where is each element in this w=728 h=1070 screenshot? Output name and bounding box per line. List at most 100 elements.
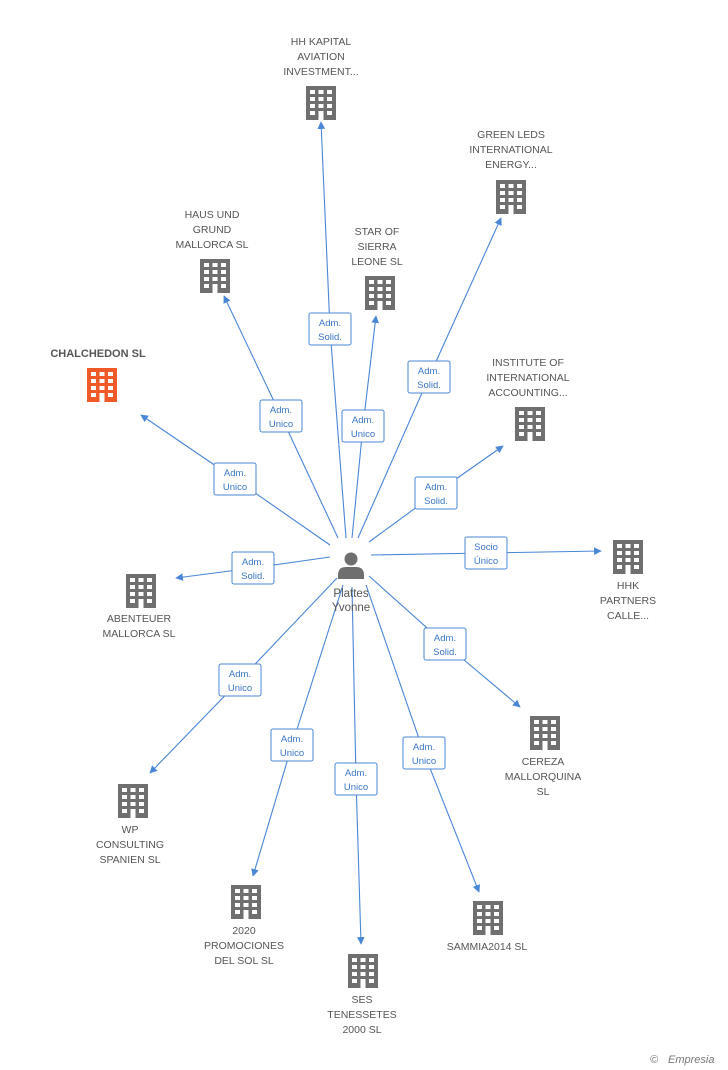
edge-label-box [334, 762, 378, 796]
company-name[interactable]: DEL SOL SL [214, 955, 273, 967]
edge-label-ses[interactable]: Adm. Unico [334, 762, 378, 796]
edge-label-text: Unico [344, 782, 368, 793]
company-name[interactable]: STAR OF [355, 226, 400, 238]
edge-label-text: Adm. [345, 768, 367, 779]
footer-brand: © Empresia [650, 1054, 714, 1066]
person-icon [338, 552, 364, 579]
building-icon [306, 86, 336, 120]
company-name[interactable]: INTERNATIONAL [486, 372, 569, 384]
edge-label-sammia[interactable]: Adm. Unico [402, 736, 446, 770]
company-name[interactable]: CHALCHEDON SL [50, 348, 146, 360]
edge-label-wp[interactable]: Adm.Unico [218, 663, 262, 697]
edge-label-text: Adm. [413, 742, 435, 753]
company-name[interactable]: SIERRA [357, 241, 396, 253]
company-name[interactable]: WP [122, 824, 139, 836]
person-name[interactable]: Plattes [333, 588, 368, 600]
company-node-inst[interactable]: INSTITUTE OF INTERNATIONAL ACCOUNTING... [486, 357, 570, 441]
edge-label-text: Solid. [424, 496, 448, 507]
company-node-star[interactable]: STAR OF SIERRA LEONE SL [351, 226, 403, 310]
company-name[interactable]: SAMMIA2014 SL [447, 941, 528, 953]
edge-label-hh[interactable]: Adm. Solid. [308, 312, 352, 346]
edge-label-text: Unico [412, 756, 436, 767]
edge-label-green[interactable]: Adm. Solid. [407, 360, 451, 394]
edge-label-box [423, 627, 467, 661]
company-name[interactable]: SPANIEN SL [99, 854, 160, 866]
edge-label-box [464, 536, 508, 570]
edge-label-text: Solid. [433, 647, 457, 658]
edge-label-chalc[interactable]: Adm.Unico [213, 462, 257, 496]
edge-label-cereza[interactable]: Adm.Solid. [423, 627, 467, 661]
edge-label-text: Unico [228, 683, 252, 694]
company-name[interactable]: PARTNERS [600, 595, 656, 607]
company-name[interactable]: SL [537, 786, 550, 798]
company-name[interactable]: 2000 SL [342, 1024, 381, 1036]
company-name[interactable]: 2020 [232, 925, 256, 937]
company-node-hh[interactable]: HH KAPITAL AVIATION INVESTMENT... [283, 36, 359, 120]
edge-label-box [259, 399, 303, 433]
company-node-wp[interactable]: WP CONSULTING SPANIEN SL [96, 784, 164, 866]
person-name[interactable]: Yvonne [332, 602, 370, 614]
company-name[interactable]: AVIATION [297, 51, 344, 63]
building-icon [473, 901, 503, 935]
building-icon [515, 407, 545, 441]
company-name[interactable]: HAUS UND [185, 209, 240, 221]
building-icon [231, 885, 261, 919]
company-name[interactable]: ACCOUNTING... [488, 387, 567, 399]
edge-label-text: Solid. [318, 332, 342, 343]
edge-label-box [341, 409, 385, 443]
edge-label-text: Adm. [270, 405, 292, 416]
building-icon [118, 784, 148, 818]
edge-label-box [407, 360, 451, 394]
company-node-ses[interactable]: SES TENESSETES 2000 SL [327, 954, 397, 1036]
company-name[interactable]: HHK [617, 580, 639, 592]
company-node-hhk[interactable]: HHK PARTNERS CALLE... [600, 540, 656, 622]
edge-label-text: Unico [223, 482, 247, 493]
company-name[interactable]: MALLORCA SL [103, 628, 176, 640]
company-node-sammia[interactable]: SAMMIA2014 SL [447, 901, 528, 953]
edge-label-text: Adm. [319, 318, 341, 329]
building-icon [365, 276, 395, 310]
edge-label-text: Solid. [417, 380, 441, 391]
company-name[interactable]: ABENTEUER [107, 613, 172, 625]
company-name[interactable]: HH KAPITAL [291, 36, 352, 48]
company-name[interactable]: MALLORQUINA [505, 771, 581, 783]
company-name[interactable]: PROMOCIONES [204, 940, 284, 952]
building-icon [496, 180, 526, 214]
company-node-chalc[interactable]: CHALCHEDON SL [50, 348, 146, 402]
company-name[interactable]: MALLORCA SL [176, 239, 249, 251]
company-name[interactable]: CALLE... [607, 610, 649, 622]
company-name[interactable]: TENESSETES [327, 1009, 396, 1021]
company-name[interactable]: CONSULTING [96, 839, 164, 851]
edge-label-star[interactable]: Adm. Unico [341, 409, 385, 443]
company-name[interactable]: LEONE SL [351, 256, 403, 268]
company-name[interactable]: INSTITUTE OF [492, 357, 564, 369]
company-name[interactable]: GREEN LEDS [477, 129, 545, 141]
company-node-haus[interactable]: HAUS UND GRUND MALLORCA SL [176, 209, 249, 293]
copyright-symbol: © [650, 1054, 659, 1066]
company-name[interactable]: INTERNATIONAL [469, 144, 552, 156]
edge-label-text: Unico [351, 429, 375, 440]
company-name[interactable]: GRUND [193, 224, 232, 236]
edge-label-inst[interactable]: Adm.Solid. [414, 476, 458, 510]
edge-label-box [270, 728, 314, 762]
edge-label-abent[interactable]: Adm.Solid. [231, 551, 275, 585]
company-name[interactable]: SES [351, 994, 372, 1006]
company-node-abent[interactable]: ABENTEUER MALLORCA SL [103, 574, 176, 640]
company-node-green[interactable]: GREEN LEDS INTERNATIONAL ENERGY... [469, 129, 553, 214]
edge-label-text: Adm. [242, 557, 264, 568]
brand-name: Empresia [668, 1054, 714, 1066]
edge-label-text: Socio [474, 542, 498, 553]
company-name[interactable]: CEREZA [522, 756, 565, 768]
company-node-cereza[interactable]: CEREZA MALLORQUINA SL [505, 716, 581, 798]
company-name[interactable]: INVESTMENT... [283, 66, 358, 78]
edge-label-text: Adm. [418, 366, 440, 377]
company-name[interactable]: ENERGY... [485, 159, 537, 171]
building-icon [126, 574, 156, 608]
edge-label-text: Adm. [352, 415, 374, 426]
edge-label-prom[interactable]: Adm.Unico [270, 728, 314, 762]
edge-label-haus[interactable]: Adm.Unico [259, 399, 303, 433]
